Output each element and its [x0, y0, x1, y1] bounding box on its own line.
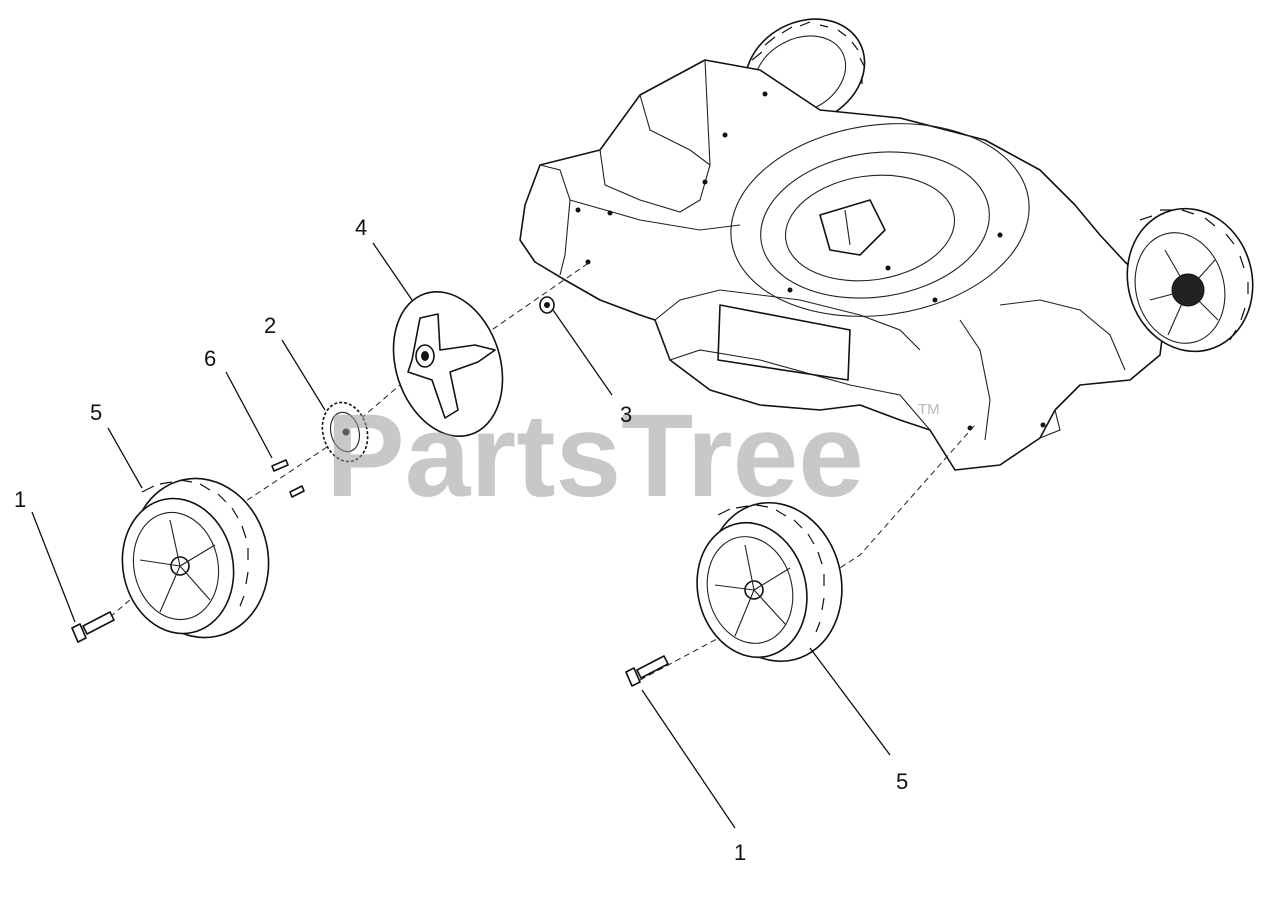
leader-lines [31, 242, 891, 829]
callout-3: 3 [620, 402, 632, 427]
callout-6: 6 [204, 346, 216, 371]
callout-5-left: 5 [90, 400, 102, 425]
watermark: PartsTree TM [326, 390, 940, 522]
screws [271, 459, 305, 498]
callout-2: 2 [264, 313, 276, 338]
callout-5-right: 5 [896, 769, 908, 794]
callout-1-left: 1 [14, 487, 26, 512]
shoulder-bolt-left [71, 611, 115, 643]
axis-line-left [94, 261, 591, 631]
front-wheel-right [696, 501, 843, 663]
height-adjuster-plate [392, 291, 504, 437]
front-wheel-left [121, 477, 270, 639]
shoulder-bolt-right [625, 655, 669, 687]
watermark-text: PartsTree [326, 390, 864, 522]
nut [539, 296, 555, 314]
callout-1-right: 1 [734, 840, 746, 865]
mower-deck [519, 18, 1166, 471]
callout-labels: 1 5 6 2 4 3 1 5 [14, 215, 908, 865]
gear [321, 401, 369, 463]
callout-4: 4 [355, 215, 367, 240]
watermark-trademark: TM [918, 401, 940, 418]
rear-wheel-right [1126, 207, 1254, 353]
